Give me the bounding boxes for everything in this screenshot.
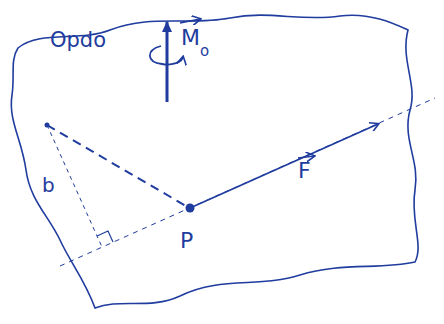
origin-point [45,123,50,128]
vector-bar [180,19,200,23]
perpendicular-line [47,125,102,247]
moment-subscript: o [200,44,209,59]
point-label: P [180,230,193,252]
rotation-arrow [150,46,183,65]
origin-label: Opdo [50,30,106,51]
force-label: F [298,160,311,182]
distance-label: b [42,175,55,195]
vector-bar [298,156,314,158]
position-line [47,125,186,206]
line-of-action [60,98,435,266]
moment-label: M [181,27,200,49]
plane-outline [11,15,418,308]
right-angle-marker [97,231,113,242]
force-vector [190,124,378,208]
moment-vector [166,22,169,102]
